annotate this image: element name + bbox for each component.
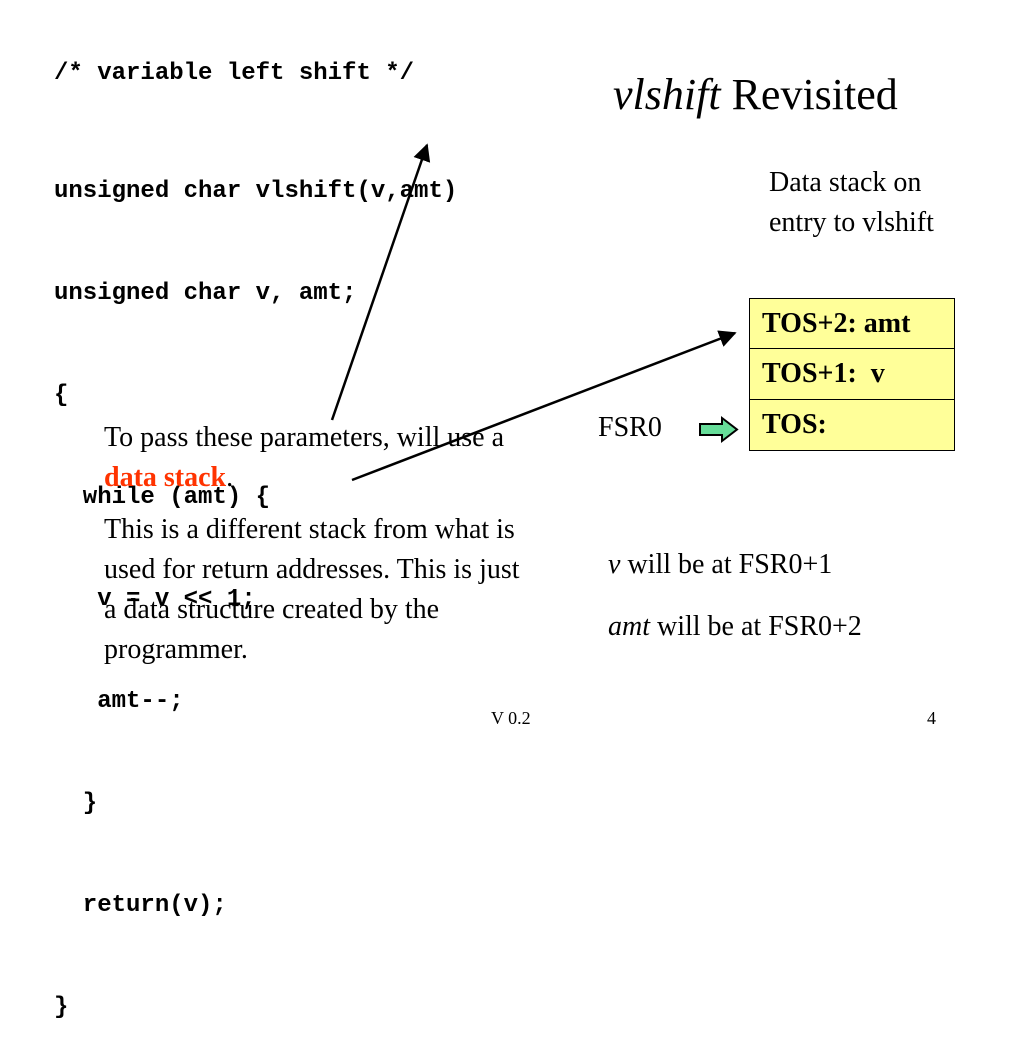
stack-cell-tos1: TOS+1: v <box>749 349 955 400</box>
slide-title-italic: vlshift <box>613 70 721 119</box>
note-amt-text: will be at FSR0+2 <box>650 611 862 642</box>
code-line: amt--; <box>54 688 184 715</box>
arrow-to-parameters <box>330 143 431 421</box>
note-v: v will be at FSR0+1 <box>608 547 832 583</box>
note-amt: amt will be at FSR0+2 <box>608 609 862 645</box>
code-line: unsigned char v, amt; <box>54 280 357 307</box>
arrows-overlay <box>330 143 739 482</box>
para1-end: . <box>226 462 234 493</box>
footer-page-number: 4 <box>927 708 936 728</box>
stack-cell-tos2: TOS+2: amt <box>749 298 955 349</box>
note-amt-italic: amt <box>608 611 650 642</box>
code-comment: /* variable left shift */ <box>54 60 415 87</box>
arrow-to-stack <box>351 330 737 482</box>
stack-cell-tos: TOS: <box>749 400 955 451</box>
code-line: v = v << 1; <box>54 586 256 613</box>
code-line: } <box>54 790 98 817</box>
code-line: while (amt) { <box>54 484 271 511</box>
data-stack-table: TOS+2: amt TOS+1: v TOS: <box>749 298 955 451</box>
fsr0-label: FSR0 <box>598 412 662 443</box>
data-stack-highlight: data stack <box>104 462 227 493</box>
code-line: unsigned char vlshift(v,amt) <box>54 178 458 205</box>
code-line: { <box>54 382 69 409</box>
note-v-italic: v <box>608 549 621 580</box>
paragraph-explanation: This is a different stack from what is u… <box>104 514 520 665</box>
right-arrow-icon <box>699 415 739 444</box>
stack-caption: Data stack on entry to vlshift <box>769 167 934 238</box>
footer-version: V 0.2 <box>491 708 531 728</box>
note-v-text: will be at FSR0+1 <box>620 549 833 580</box>
code-line: } <box>54 994 69 1021</box>
slide-title-rest: Revisited <box>720 70 898 119</box>
code-line: return(v); <box>54 892 227 919</box>
slide-title: vlshift Revisited <box>613 70 898 120</box>
